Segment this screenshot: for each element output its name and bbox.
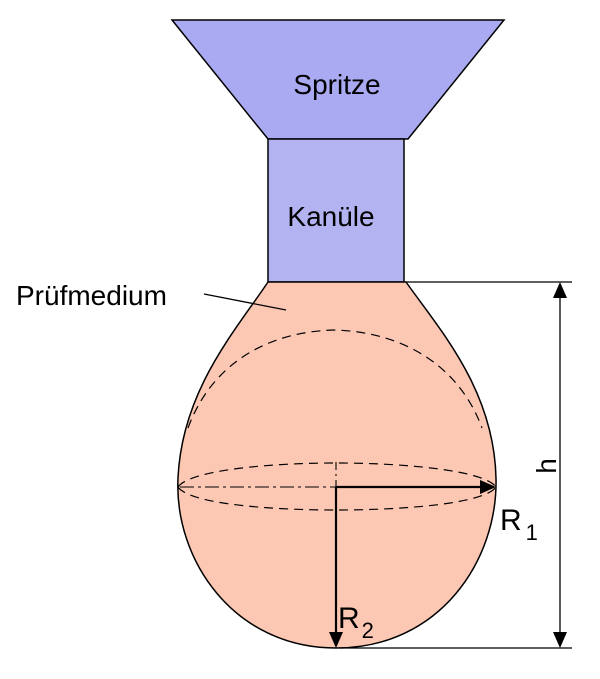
radius1-arrowhead — [480, 480, 496, 494]
drop-shape — [177, 281, 497, 649]
cannula-shape — [267, 138, 405, 283]
test-medium-leader — [203, 293, 287, 311]
height-label: h — [531, 458, 562, 474]
radius2-label: R2 — [338, 602, 374, 643]
radius2-arrowhead — [329, 632, 343, 648]
syringe-shape — [170, 19, 506, 140]
height-arrow-bottom — [553, 632, 567, 648]
cannula-label: Kanüle — [287, 201, 374, 232]
test-medium-label: Prüfmedium — [16, 280, 167, 311]
height-arrow-top — [553, 282, 567, 298]
equator-ellipse-back — [177, 462, 497, 488]
inscribed-circle-arc — [187, 329, 483, 429]
syringe-label: Spritze — [293, 69, 380, 100]
equator-ellipse-front — [177, 486, 497, 511]
